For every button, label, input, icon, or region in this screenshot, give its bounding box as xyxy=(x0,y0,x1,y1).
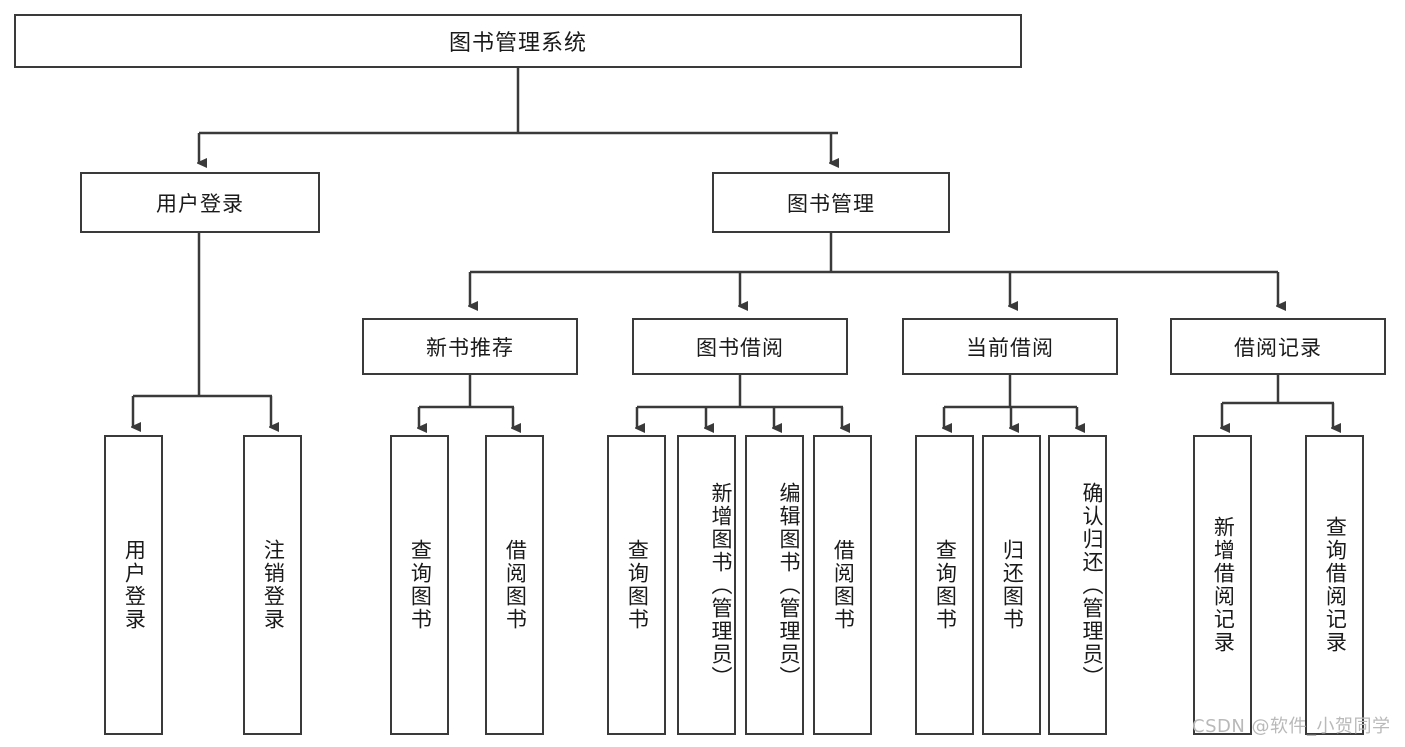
node-root[interactable]: 图书管理系统 xyxy=(14,14,1022,68)
leaf-user-login-label: 用户登录 xyxy=(122,539,147,631)
leaf-return-book-label: 归还图书 xyxy=(1000,539,1025,631)
leaf-edit-book-admin[interactable]: 编辑图书（管理员） xyxy=(745,435,804,735)
leaf-query-book-current[interactable]: 查询图书 xyxy=(915,435,974,735)
leaf-query-book-current-label: 查询图书 xyxy=(933,539,958,631)
leaf-confirm-return-admin[interactable]: 确认归还（管理员） xyxy=(1048,435,1107,735)
leaf-query-book-borrow-label: 查询图书 xyxy=(625,539,650,631)
leaf-confirm-return-admin-label: 确认归还（管理员） xyxy=(1080,481,1104,689)
leaf-query-book-recommend[interactable]: 查询图书 xyxy=(390,435,449,735)
leaf-return-book[interactable]: 归还图书 xyxy=(982,435,1041,735)
node-book-borrow[interactable]: 图书借阅 xyxy=(632,318,848,375)
leaf-borrow-book-label: 借阅图书 xyxy=(831,539,856,631)
leaf-user-logout[interactable]: 注销登录 xyxy=(243,435,302,735)
node-book-management-label: 图书管理 xyxy=(787,191,875,216)
node-user-login-label: 用户登录 xyxy=(156,191,244,216)
leaf-edit-book-admin-label: 编辑图书（管理员） xyxy=(777,481,801,689)
node-borrow-record-label: 借阅记录 xyxy=(1234,335,1322,360)
node-current-borrow-label: 当前借阅 xyxy=(966,335,1054,360)
leaf-add-book-admin[interactable]: 新增图书（管理员） xyxy=(677,435,736,735)
leaf-borrow-book-recommend[interactable]: 借阅图书 xyxy=(485,435,544,735)
leaf-query-borrow-record[interactable]: 查询借阅记录 xyxy=(1305,435,1364,735)
node-current-borrow[interactable]: 当前借阅 xyxy=(902,318,1118,375)
leaf-add-borrow-record-label: 新增借阅记录 xyxy=(1211,516,1236,654)
node-user-login[interactable]: 用户登录 xyxy=(80,172,320,233)
leaf-query-book-recommend-label: 查询图书 xyxy=(408,539,433,631)
leaf-borrow-book-recommend-label: 借阅图书 xyxy=(503,539,528,631)
node-borrow-record[interactable]: 借阅记录 xyxy=(1170,318,1386,375)
node-root-label: 图书管理系统 xyxy=(448,31,587,56)
leaf-query-book-borrow[interactable]: 查询图书 xyxy=(607,435,666,735)
watermark: CSDN @软件_小贺同学 xyxy=(1192,716,1391,737)
leaf-user-logout-label: 注销登录 xyxy=(261,539,286,631)
node-book-borrow-label: 图书借阅 xyxy=(696,335,784,360)
node-new-book-recommend[interactable]: 新书推荐 xyxy=(362,318,578,375)
leaf-add-book-admin-label: 新增图书（管理员） xyxy=(709,481,733,689)
leaf-borrow-book[interactable]: 借阅图书 xyxy=(813,435,872,735)
node-book-management[interactable]: 图书管理 xyxy=(712,172,950,233)
leaf-user-login[interactable]: 用户登录 xyxy=(104,435,163,735)
leaf-add-borrow-record[interactable]: 新增借阅记录 xyxy=(1193,435,1252,735)
node-new-book-recommend-label: 新书推荐 xyxy=(426,335,514,360)
leaf-query-borrow-record-label: 查询借阅记录 xyxy=(1323,516,1348,654)
